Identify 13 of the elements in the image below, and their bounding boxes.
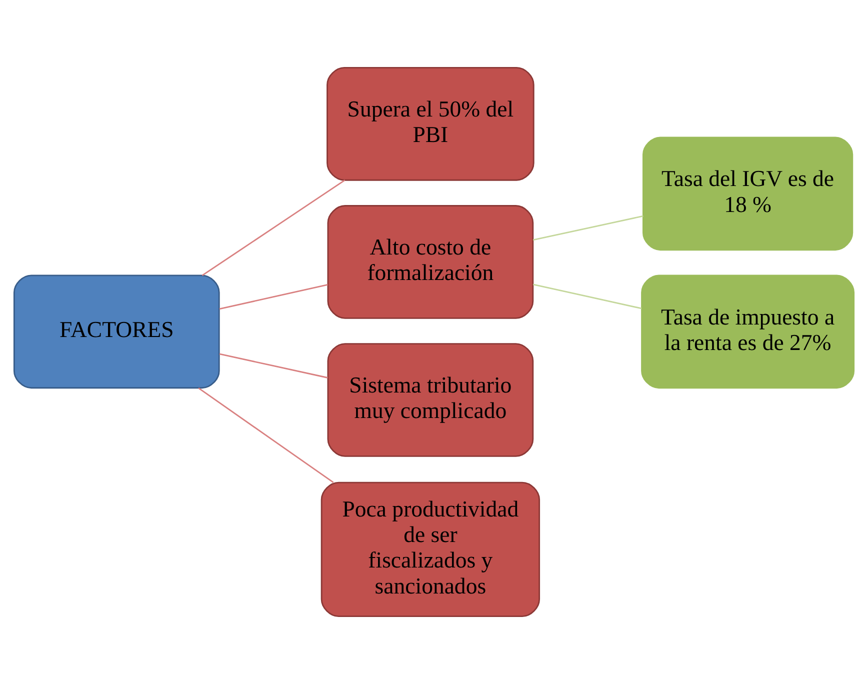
connector (532, 215, 644, 241)
node-box: Alto costo de formalización (327, 205, 534, 319)
connector (219, 284, 328, 310)
node-box: Supera el 50% del PBI (326, 66, 534, 181)
connector (219, 353, 328, 378)
node-box: Tasa de impuesto a la renta es de 27% (641, 274, 855, 389)
node-box: Poca productividad de ser fiscalizados y sancionados (320, 482, 540, 618)
node-box: FACTORES (13, 274, 220, 389)
connector (202, 180, 346, 276)
connector (198, 387, 334, 484)
node-box: Sistema tributario muy complicado (327, 343, 534, 457)
node-box: Tasa del IGV es de 18 % (642, 136, 854, 251)
connector (532, 284, 642, 310)
